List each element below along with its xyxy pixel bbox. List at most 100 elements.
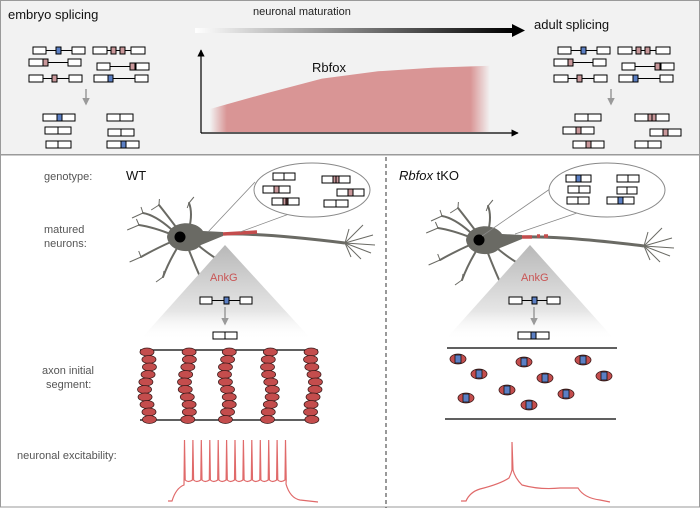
alternative-exon: [580, 46, 587, 55]
constitutive-exon: [655, 46, 671, 55]
ankg-cone-wt: [140, 245, 312, 340]
genotype-row-label: genotype:: [44, 171, 92, 183]
axon-terminal: [344, 242, 362, 260]
constitutive-exon: [68, 74, 83, 83]
ais-ankg-band: [222, 230, 258, 236]
ankg-cluster: [260, 355, 276, 364]
alternative-exon: [654, 62, 661, 71]
constitutive-exon: [44, 126, 59, 135]
constitutive-exon: [580, 174, 592, 183]
dendrite-branch: [127, 224, 140, 231]
ankg-cluster: [181, 407, 197, 417]
ankg-cluster: [264, 392, 280, 402]
ankg-cluster: [217, 370, 232, 379]
alternative-exon: [647, 113, 653, 122]
alternative-exon: [51, 74, 58, 83]
soma: [167, 223, 223, 252]
constitutive-exon: [617, 46, 633, 55]
constitutive-exon: [616, 186, 628, 195]
alternative-exon: [120, 140, 127, 149]
dendrite-branch: [439, 209, 443, 217]
constitutive-exon: [278, 185, 291, 194]
isoform-zoom-wt: [207, 162, 371, 233]
axon-terminal: [643, 227, 663, 247]
constitutive-exon: [134, 74, 149, 83]
ankg-cluster: [177, 377, 192, 387]
constitutive-exon: [508, 296, 523, 305]
ankg-cluster: [180, 415, 196, 424]
constitutive-exon: [106, 113, 121, 122]
alternative-exon: [525, 400, 533, 410]
axon-terminal: [643, 245, 675, 249]
axon-terminal: [344, 224, 364, 244]
constitutive-exon: [618, 74, 634, 83]
nucleus: [473, 234, 485, 246]
axon-terminal: [344, 242, 352, 258]
ankg-cluster: [304, 362, 320, 372]
alternative-exon: [651, 113, 657, 122]
alternative-exon: [585, 140, 592, 149]
constitutive-exon: [546, 296, 561, 305]
constitutive-exon: [553, 58, 569, 67]
constitutive-exon: [57, 126, 72, 135]
maturation-arrowhead: [512, 24, 525, 37]
constitutive-exon: [655, 113, 670, 122]
alternative-exon: [562, 389, 570, 399]
constitutive-exon: [335, 199, 349, 208]
constitutive-exon: [321, 175, 334, 184]
constitutive-exon: [106, 140, 122, 149]
alternative-exon: [567, 58, 574, 67]
alternative-exon: [644, 46, 651, 55]
constitutive-exon: [587, 113, 602, 122]
dendrite-branch: [485, 205, 489, 212]
constitutive-exon: [57, 140, 72, 149]
ais-label-2: segment:: [46, 379, 91, 391]
alternative-exon: [576, 74, 583, 83]
ankg-cluster: [220, 385, 235, 394]
ankg-cluster: [260, 415, 275, 424]
constitutive-exon: [606, 196, 619, 205]
ankg-cluster: [141, 407, 157, 417]
axon-terminal: [344, 228, 350, 244]
dendrite-branch: [140, 206, 144, 214]
constitutive-exon: [93, 74, 109, 83]
constitutive-exon: [239, 296, 253, 305]
constitutive-exon: [647, 140, 662, 149]
alternative-exon: [475, 369, 483, 379]
alternative-exon: [129, 62, 136, 71]
alternative-exon: [520, 357, 528, 367]
alternative-exon: [575, 174, 582, 183]
axon-terminal: [344, 234, 374, 244]
ankg-cluster: [262, 347, 278, 357]
dendrite-branch: [186, 202, 190, 209]
axon-terminal: [643, 245, 661, 263]
constitutive-exon: [577, 196, 590, 205]
adult-splicing-diagram: [553, 46, 682, 149]
ankg-cluster: [304, 415, 320, 424]
constitutive-exon: [338, 175, 351, 184]
constitutive-exon: [28, 74, 44, 83]
constitutive-exon: [622, 196, 635, 205]
constitutive-exon: [71, 46, 86, 55]
constitutive-exon: [627, 174, 640, 183]
constitutive-exon: [45, 140, 59, 149]
dendrite-branch: [487, 199, 494, 207]
ankg-cone-tko: [445, 245, 615, 340]
rbfox-chart: [197, 49, 519, 137]
dendrite-branch: [426, 227, 439, 234]
dendrite-branch: [129, 256, 142, 263]
dendrite-branch: [434, 221, 439, 229]
ais-wt: [137, 347, 323, 424]
constitutive-exon: [578, 185, 591, 194]
constitutive-exon: [572, 140, 587, 149]
dendrite-branch: [461, 273, 464, 281]
alternative-exon: [110, 46, 117, 55]
dendrite: [441, 215, 471, 233]
alternative-exon: [347, 188, 354, 197]
dendrite-branch: [131, 212, 144, 219]
matured-neurons-label-2: neurons:: [44, 238, 87, 250]
constitutive-exon: [125, 140, 140, 149]
constitutive-exon: [32, 46, 47, 55]
alternative-exon: [223, 296, 230, 305]
